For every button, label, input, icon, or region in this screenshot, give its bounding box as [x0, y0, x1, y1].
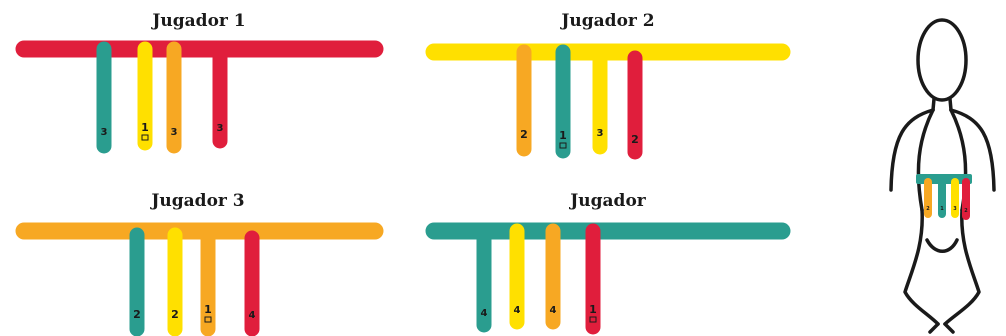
figure-arm-left: [889, 108, 935, 192]
player-title: Jugador 2: [559, 11, 654, 31]
belt-flags: [924, 178, 970, 220]
figure-neck: [931, 97, 953, 112]
player-title: Jugador: [568, 191, 647, 211]
strand-label: 3: [597, 128, 604, 139]
strand-label: 3: [217, 123, 224, 134]
belt-flag: [924, 178, 932, 218]
strand-labels: 3 1 3 3: [101, 121, 224, 141]
strand-label: 1: [559, 129, 567, 142]
strand-labels: 4 4 4 1: [481, 303, 597, 323]
strand-label: 2: [171, 308, 179, 321]
strand-label: 1: [204, 303, 212, 316]
strand-labels: 2 1 3 2: [520, 128, 639, 149]
strand-label: 4: [481, 308, 488, 319]
calendar-icon: [589, 316, 597, 323]
player-title: Jugador 3: [149, 191, 244, 211]
strand-label: 4: [550, 305, 557, 316]
player-panel-2: Jugador 2 2 1 3 2: [425, 11, 791, 160]
strand-label: 3: [171, 127, 178, 138]
strand-label: 1: [589, 303, 597, 316]
figure-head: [916, 18, 968, 102]
player-panel-4: Jugador 4 4 4 1: [425, 191, 791, 335]
belt-flag-labels: 2 1 3 2: [926, 206, 968, 214]
figure-feet: [928, 322, 955, 334]
belt-flag: [951, 178, 959, 218]
calendar-icon: [204, 316, 212, 323]
player-panel-3: Jugador 3 2 2 1 4: [15, 191, 384, 336]
hanging-strands: [476, 223, 601, 335]
belt-flag: [938, 178, 946, 218]
figure-torso-left: [916, 108, 935, 212]
strand-label: 2: [520, 128, 528, 141]
strand-label: 4: [249, 310, 256, 321]
strand-label: 1: [141, 121, 149, 134]
figure-crotch: [925, 238, 959, 253]
hanging-strands: [129, 223, 260, 336]
calendar-icon: [559, 142, 567, 149]
calendar-icon: [141, 134, 149, 141]
player-panel-1: Jugador 1 3 1 3 3: [15, 11, 384, 154]
strand-label: 2: [631, 133, 639, 146]
belt-flag-label: 2: [926, 206, 930, 212]
strand-label: 3: [101, 127, 108, 138]
hanging-strands: [516, 44, 643, 160]
figure-leg-right: [943, 208, 981, 326]
belt-flag-label: 1: [940, 206, 944, 212]
figure-belt: 2 1 3 2: [916, 174, 972, 220]
figure-arm-right: [949, 108, 996, 192]
strand-labels: 2 2 1 4: [133, 303, 256, 323]
belt-flag-label: 2: [964, 208, 968, 214]
belt-flag: [962, 178, 970, 220]
player-title: Jugador 1: [150, 11, 245, 31]
figure-leg-left: [903, 208, 940, 326]
belt-flag-label: 3: [953, 206, 957, 212]
hanging-strands: [96, 41, 228, 154]
strand-label: 2: [133, 308, 141, 321]
strand-label: 4: [514, 305, 521, 316]
